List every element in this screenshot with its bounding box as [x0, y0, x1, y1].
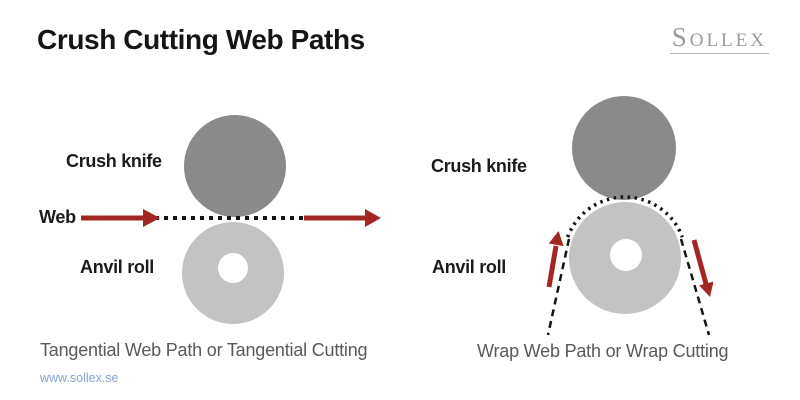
wrap-path-dashed-right: [679, 238, 711, 336]
tangential-diagram: [81, 115, 381, 324]
right-crush-knife-roll: [572, 96, 676, 200]
wrap-arrow-up: [546, 231, 564, 288]
wrap-diagram: [546, 96, 714, 336]
crush-knife-label-right: Crush knife: [431, 156, 527, 176]
website-link[interactable]: www.sollex.se: [40, 371, 119, 385]
page-title: Crush Cutting Web Paths: [37, 24, 365, 55]
left-anvil-roll-hole: [218, 253, 248, 283]
right-anvil-roll-hole: [610, 239, 642, 271]
caption-wrap: Wrap Web Path or Wrap Cutting: [477, 341, 729, 361]
left-crush-knife-roll: [184, 115, 286, 217]
web-arrow-in-head: [143, 209, 160, 227]
wrap-arrow-down-head: [699, 281, 714, 297]
anvil-roll-label-right: Anvil roll: [432, 257, 507, 277]
web-arrow-out: [304, 209, 381, 227]
web-arrow-out-head: [365, 209, 381, 227]
web-label: Web: [39, 207, 76, 227]
wrap-path-dashed-left: [546, 238, 571, 336]
anvil-roll-label-left: Anvil roll: [80, 257, 155, 277]
wrap-arrow-up-head: [548, 231, 564, 247]
wrap-path-dotted-arc: [566, 195, 684, 238]
crush-knife-label-left: Crush knife: [66, 151, 162, 171]
wrap-arrow-down: [691, 239, 714, 297]
caption-tangential: Tangential Web Path or Tangential Cuttin…: [40, 340, 368, 360]
web-arrow-in: [81, 209, 160, 227]
sollex-logo: Sollex: [669, 22, 769, 54]
